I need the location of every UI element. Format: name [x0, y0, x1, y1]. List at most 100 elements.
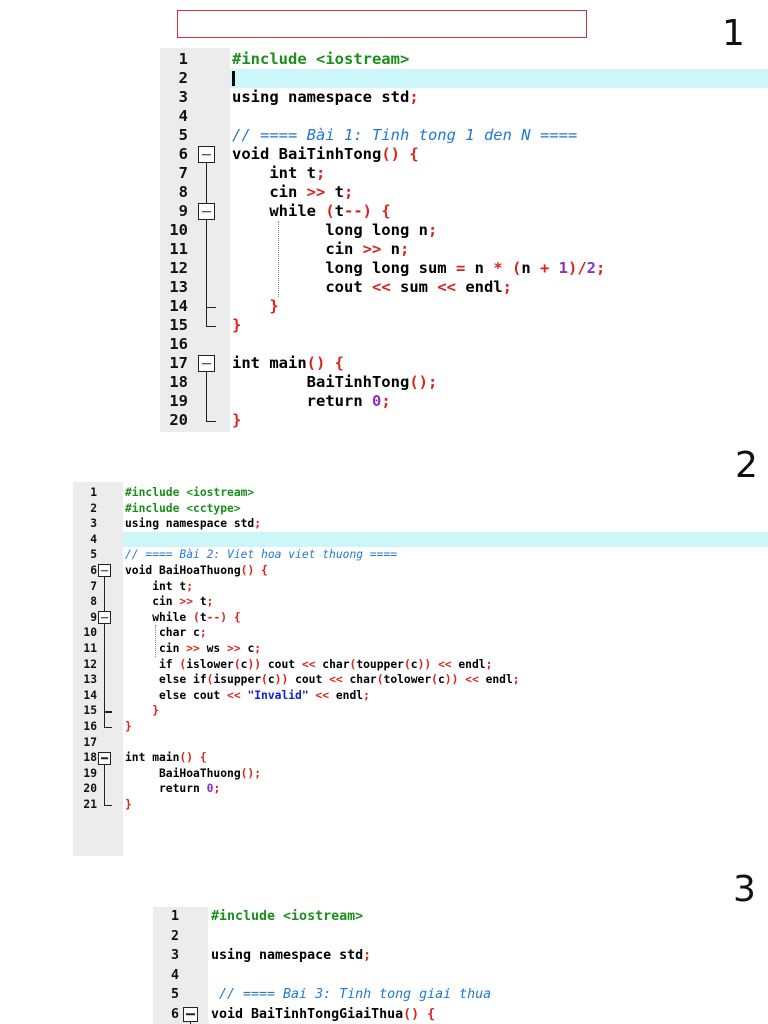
- code-line[interactable]: }: [125, 703, 159, 719]
- code-line[interactable]: }: [232, 297, 278, 316]
- code-line[interactable]: void BaiTinhTongGiaiThua() {: [211, 1005, 435, 1024]
- code-line[interactable]: // ==== Bài 2: Viet hoa viet thuong ====: [125, 547, 397, 563]
- code-line[interactable]: #include <iostream>: [211, 907, 363, 927]
- fold-toggle-icon[interactable]: [198, 146, 215, 163]
- code-line[interactable]: cin >> t;: [232, 183, 353, 202]
- code-line[interactable]: BaiTinhTong();: [232, 373, 438, 392]
- code-line[interactable]: long long n;: [232, 221, 437, 240]
- fold-range-line: [103, 764, 106, 805]
- code-token: BaiTinhTongGiaiThua: [251, 1006, 404, 1022]
- code-line[interactable]: using namespace std;: [211, 946, 371, 966]
- fold-toggle-icon[interactable]: [198, 203, 215, 220]
- code-token: ;: [400, 240, 410, 258]
- code-line[interactable]: void BaiTinhTong() {: [232, 145, 419, 164]
- code-line[interactable]: int t;: [125, 579, 193, 595]
- code-line[interactable]: return 0;: [125, 781, 220, 797]
- fold-toggle-icon[interactable]: [98, 611, 111, 625]
- code-token: // ==== Bài 1: Tinh tong 1 den N ====: [232, 126, 578, 144]
- fold-toggle-icon[interactable]: [198, 355, 215, 372]
- line-number: 2: [90, 501, 97, 515]
- code-line[interactable]: while (t--) {: [232, 202, 391, 221]
- code-line[interactable]: long long sum = n * (n + 1)/2;: [232, 259, 605, 278]
- code-token: (: [233, 657, 241, 671]
- code-token: )): [247, 657, 268, 671]
- line-number: 4: [170, 967, 179, 983]
- code-token: <<: [329, 673, 350, 687]
- code-token: char: [125, 626, 194, 640]
- code-token: cin: [232, 240, 363, 258]
- code-line[interactable]: cin >> t;: [125, 594, 213, 610]
- code-token: ;: [485, 657, 493, 671]
- line-number-gutter: [153, 907, 208, 1024]
- code-token: sum: [418, 259, 456, 277]
- code-line[interactable]: #include <iostream>: [125, 485, 254, 501]
- code-token: t: [334, 183, 344, 201]
- code-token: )/: [568, 259, 587, 277]
- fold-range-line: [189, 1021, 192, 1024]
- code-line[interactable]: else if(isupper(c)) cout << char(tolower…: [125, 672, 520, 688]
- code-token: c: [240, 657, 248, 671]
- line-number: 10: [83, 626, 97, 640]
- code-line[interactable]: void BaiHoaThuong() {: [125, 563, 268, 579]
- code-line[interactable]: char c;: [125, 625, 207, 641]
- code-line[interactable]: }: [125, 797, 132, 813]
- code-token: ;: [199, 626, 207, 640]
- code-token: c: [267, 673, 275, 687]
- code-token: cin: [232, 183, 307, 201]
- fold-range-line: [103, 624, 106, 712]
- section-number-2: 2: [735, 445, 758, 486]
- code-line[interactable]: using namespace std;: [125, 516, 261, 532]
- code-line[interactable]: int main() {: [125, 750, 207, 766]
- code-line[interactable]: BaiHoaThuong();: [125, 766, 261, 782]
- code-line[interactable]: cin >> ws >> c;: [125, 641, 261, 657]
- code-line[interactable]: cout << sum << endl;: [232, 278, 512, 297]
- code-line[interactable]: using namespace std;: [232, 88, 419, 107]
- code-token: std: [339, 948, 364, 963]
- code-token: // ==== Bai 3: Tinh tong giai thua: [211, 987, 492, 1002]
- fold-toggle-icon[interactable]: [98, 751, 111, 765]
- code-line[interactable]: int main() {: [232, 354, 344, 373]
- code-token: () {: [403, 1006, 436, 1022]
- fold-toggle-icon[interactable]: [183, 1006, 198, 1022]
- code-line[interactable]: int t;: [232, 164, 325, 183]
- code-line[interactable]: if (islower(c)) cout << char(toupper(c))…: [125, 657, 492, 673]
- code-token: () {: [306, 354, 344, 372]
- code-token: ;: [502, 278, 512, 296]
- code-token: <<: [371, 278, 400, 296]
- code-line[interactable]: }: [232, 316, 241, 335]
- code-token: tolower: [383, 673, 432, 687]
- fold-end-marker: [205, 306, 217, 308]
- code-token: int: [125, 579, 180, 593]
- top-text-box[interactable]: [177, 10, 587, 38]
- code-token: sum: [399, 278, 438, 296]
- code-line[interactable]: // ==== Bài 1: Tinh tong 1 den N ====: [232, 126, 577, 145]
- code-line[interactable]: }: [125, 719, 132, 735]
- code-line[interactable]: return 0;: [232, 392, 391, 411]
- code-line[interactable]: cin >> n;: [232, 240, 409, 259]
- code-token: =: [455, 259, 475, 277]
- code-token: BaiTinhTong: [278, 145, 382, 163]
- code-line[interactable]: else cout << "Invalid" << endl;: [125, 688, 370, 704]
- line-number: 1: [178, 50, 188, 68]
- section-number-1: 1: [722, 13, 745, 54]
- code-line[interactable]: while (t--) {: [125, 610, 240, 626]
- code-line[interactable]: // ==== Bai 3: Tinh tong giai thua: [211, 985, 491, 1005]
- code-token: #include <iostream>: [211, 909, 364, 924]
- code-token: else if: [125, 673, 207, 687]
- fold-end-marker: [103, 711, 113, 713]
- code-token: c: [410, 657, 418, 671]
- code-token: ;: [596, 259, 606, 277]
- code-token: long long: [232, 221, 419, 239]
- code-token: * (: [493, 259, 522, 277]
- line-number: 16: [169, 335, 188, 353]
- code-line[interactable]: }: [232, 411, 241, 430]
- code-line[interactable]: #include <cctype>: [125, 501, 241, 517]
- code-token: int: [232, 164, 307, 182]
- code-token: --) {: [344, 202, 391, 220]
- code-line[interactable]: #include <iostream>: [232, 50, 409, 69]
- fold-toggle-icon[interactable]: [98, 564, 111, 578]
- code-token: (: [179, 657, 187, 671]
